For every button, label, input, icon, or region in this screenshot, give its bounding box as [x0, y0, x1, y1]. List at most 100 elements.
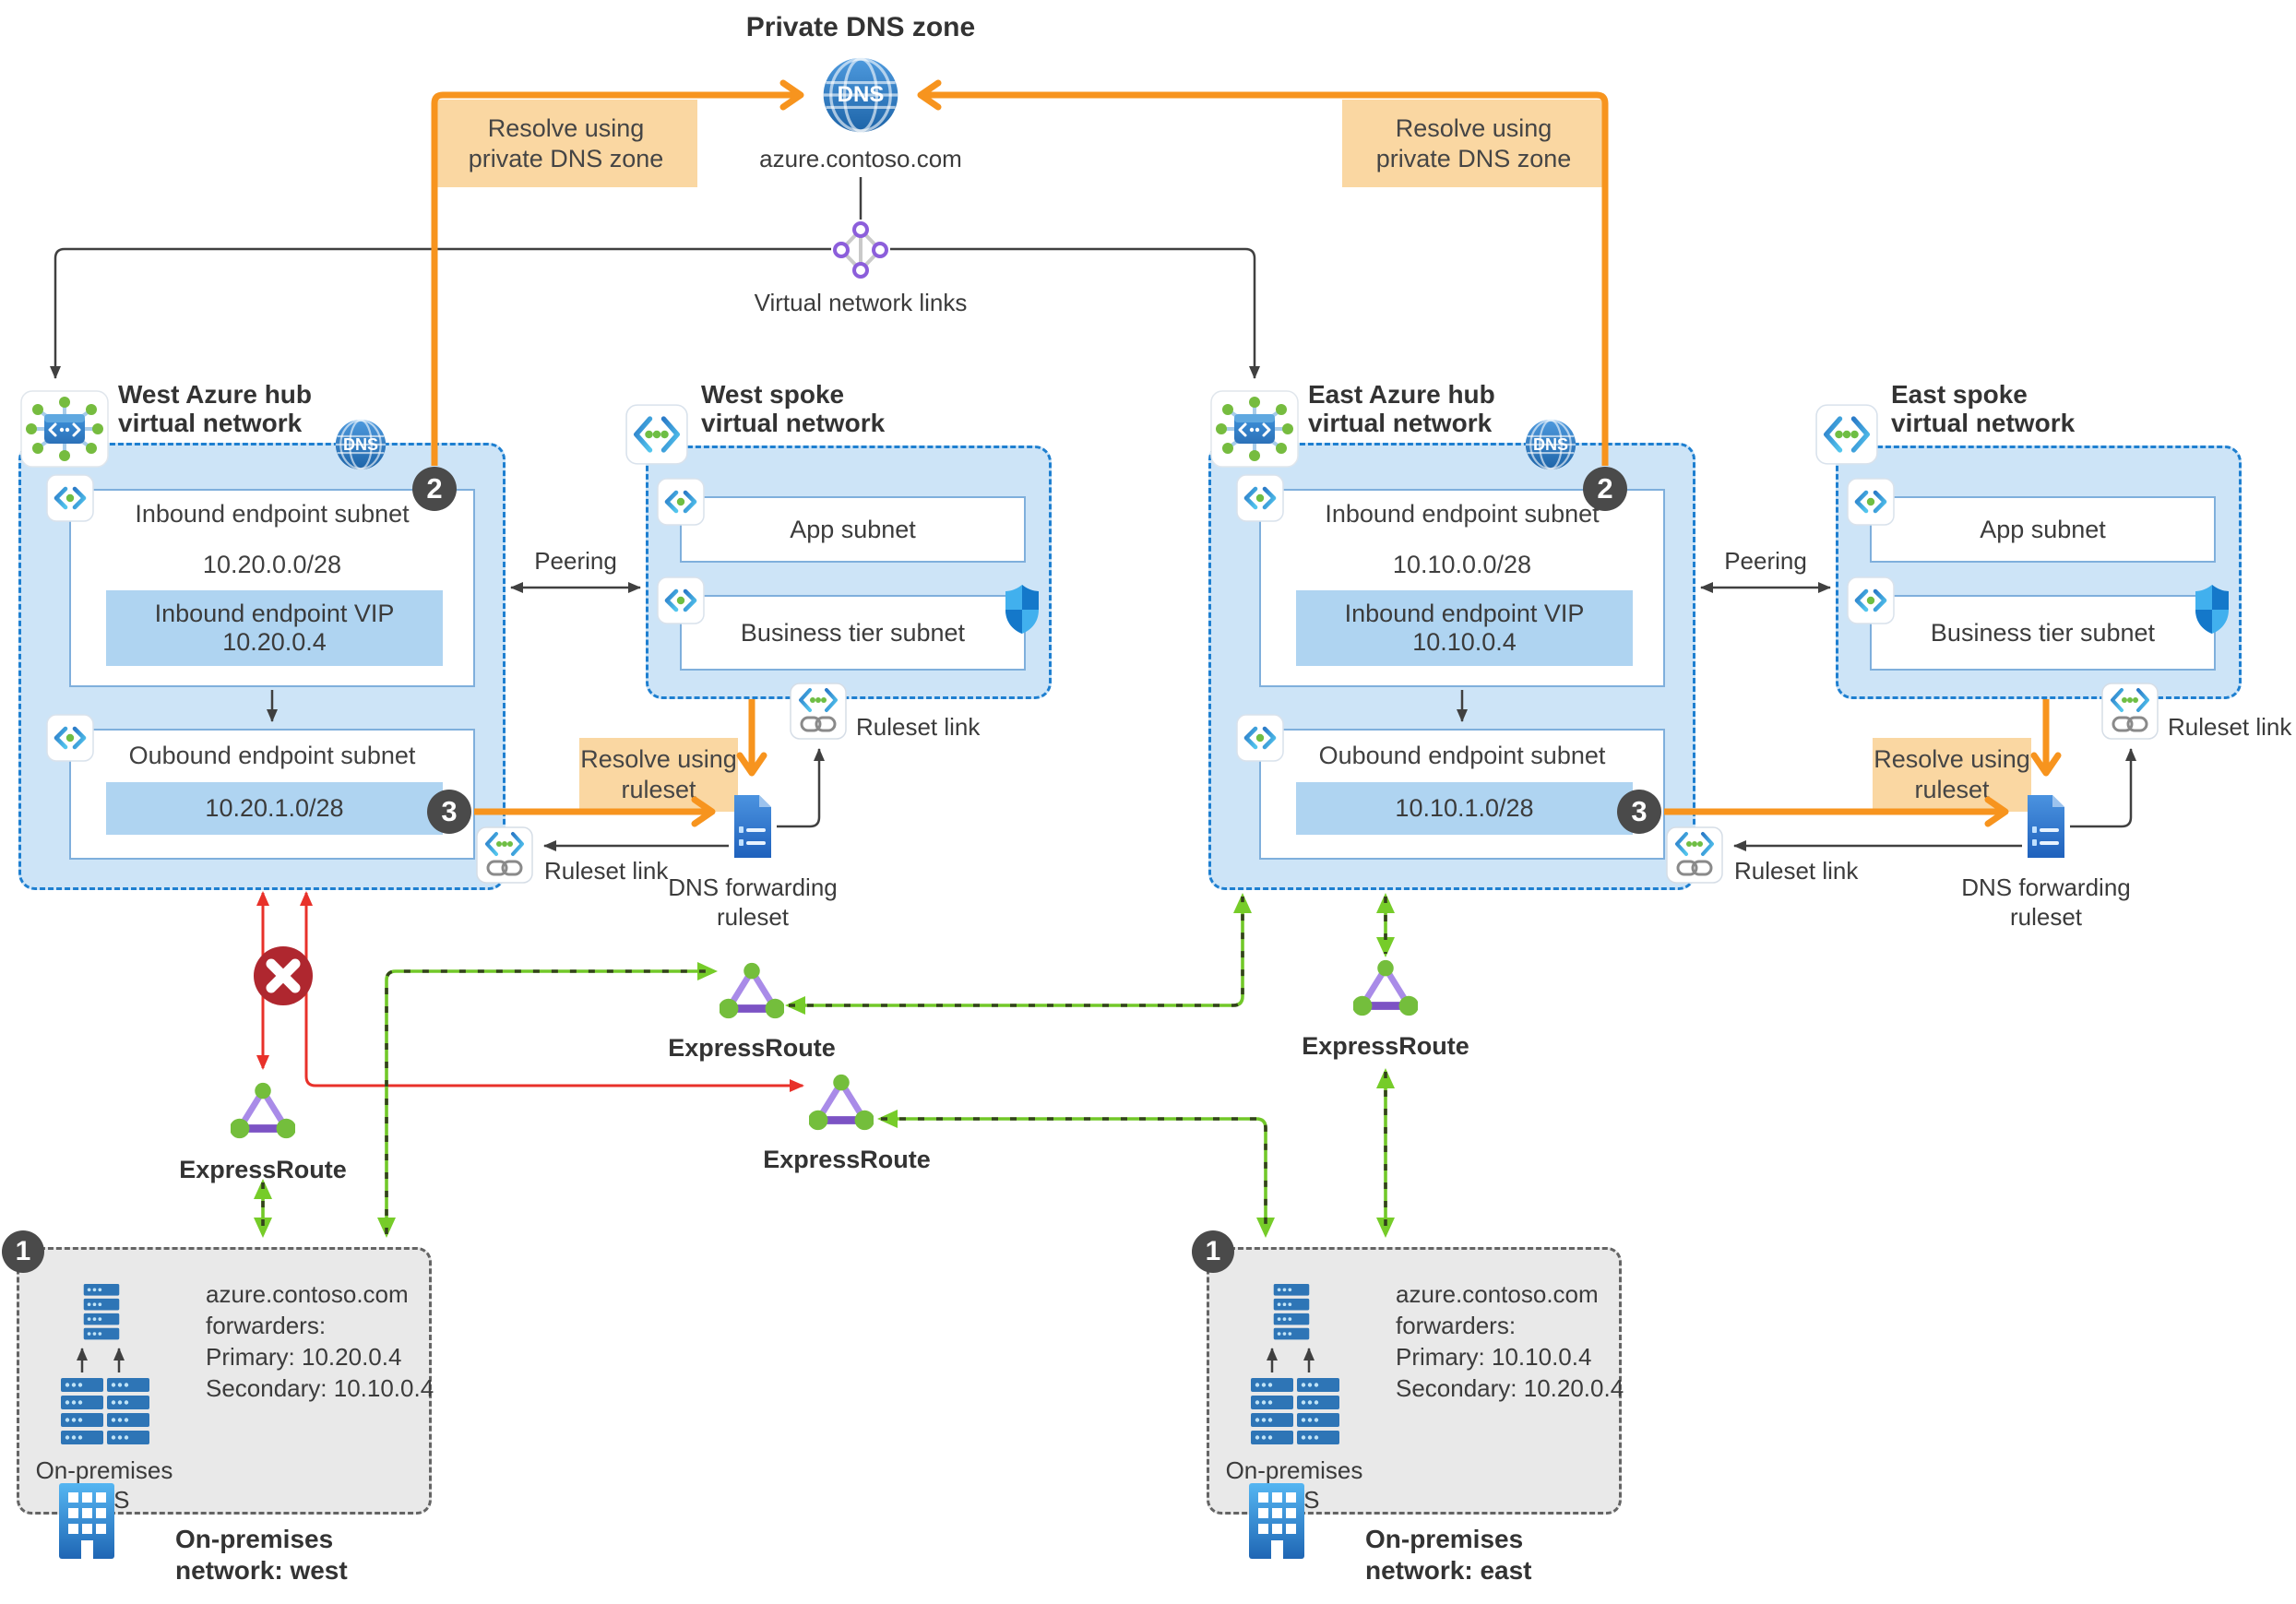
west-spoke-title-line1: West spoke — [701, 380, 845, 409]
east-business-subnet-label: Business tier subnet — [1930, 618, 2156, 647]
west-expressroute-icon — [231, 1081, 295, 1142]
link-west-onprem-to-upper-er — [377, 962, 718, 1238]
west-outbound-subnet-icon — [46, 714, 94, 762]
west-hub-ruleset-link-icon — [476, 826, 533, 884]
label-line: On-premises — [175, 1525, 334, 1553]
west-outbound-subnet-title: Oubound endpoint subnet — [128, 742, 416, 769]
forwarder-line: Primary: 10.20.0.4 — [206, 1343, 402, 1371]
dns-zone-name: azure.contoso.com — [759, 145, 962, 172]
west-app-subnet-label: App subnet — [790, 515, 916, 543]
east-app-subnet-label: App subnet — [1980, 515, 2106, 543]
west-hub-title-line1: West Azure hub — [118, 380, 313, 409]
label-line: network: east — [1365, 1556, 1532, 1585]
east-business-subnet-icon — [1847, 576, 1895, 624]
onprem-west-dns-server-left-icon — [61, 1378, 103, 1446]
east-hub-title: East Azure hub virtual network — [1308, 380, 1495, 437]
callout-resolve-ruleset-west: Resolve using ruleset — [579, 738, 738, 812]
west-hub-ruleset-link-label: Ruleset link — [544, 857, 669, 885]
east-spoke-title: East spoke virtual network — [1891, 380, 2075, 437]
peering-east-label: Peering — [1724, 547, 1807, 575]
label-line: ruleset — [2009, 903, 2083, 931]
east-outbound-cidr: 10.10.1.0/28 — [1395, 794, 1534, 822]
east-dns-forwarding-ruleset-icon — [2024, 793, 2068, 860]
west-app-subnet-icon — [657, 478, 705, 526]
onprem-east-dns-server-top-icon — [1271, 1284, 1312, 1341]
east-app-subnet-icon — [1847, 478, 1895, 526]
callout-text: ruleset — [621, 776, 696, 803]
west-inbound-cidr: 10.20.0.0/28 — [202, 551, 342, 578]
onprem-east-network-label: On-premises network: east — [1365, 1524, 1532, 1586]
west-outbound-cidr-box: 10.20.1.0/28 — [106, 782, 443, 835]
callout-text: Resolve using — [487, 113, 645, 142]
east-hub-title-line2: virtual network — [1308, 409, 1493, 437]
east-expressroute-icon — [1353, 958, 1418, 1019]
east-expressroute-label: ExpressRoute — [1302, 1032, 1469, 1060]
onprem-east-building-icon — [1236, 1481, 1317, 1559]
east-dns-forwarding-ruleset-label: DNS forwarding ruleset — [1908, 873, 2184, 932]
center-upper-expressroute-icon — [720, 961, 784, 1022]
forwarder-line: azure.contoso.com — [1396, 1280, 1599, 1308]
callout-text: ruleset — [1914, 776, 1990, 803]
label-line: On-premises — [35, 1456, 173, 1484]
step-badge-1-east: 1 — [1192, 1230, 1234, 1273]
forwarder-line: azure.contoso.com — [206, 1280, 409, 1308]
east-hub-ruleset-link-label: Ruleset link — [1734, 857, 1859, 885]
east-inbound-subnet-icon — [1236, 474, 1284, 522]
blocked-x-icon — [253, 945, 314, 1006]
onprem-east-dns-server-left-icon — [1251, 1378, 1293, 1446]
west-dns-forwarding-ruleset-icon — [731, 793, 775, 860]
onprem-west-forwarders: azure.contoso.com forwarders: Primary: 1… — [206, 1278, 434, 1404]
west-vip-address: 10.20.0.4 — [222, 628, 327, 656]
onprem-west-building-icon — [46, 1481, 127, 1559]
east-inbound-vip-box: Inbound endpoint VIP 10.10.0.4 — [1296, 590, 1633, 666]
onprem-west-dns-server-right-icon — [107, 1378, 149, 1446]
callout-resolve-private-dns-east: Resolve using private DNS zone — [1342, 100, 1605, 187]
west-spoke-vnet-icon — [625, 404, 688, 465]
east-outbound-subnet-title: Oubound endpoint subnet — [1318, 742, 1606, 769]
label-line: ruleset — [716, 903, 790, 931]
east-shield-icon — [2194, 583, 2231, 635]
callout-text: Resolve using — [1395, 113, 1552, 142]
west-vip-label: Inbound endpoint VIP — [154, 600, 395, 627]
east-spoke-ruleset-link-label: Ruleset link — [2168, 713, 2292, 741]
forwarder-line: forwarders: — [1396, 1312, 1517, 1339]
callout-text: private DNS zone — [468, 144, 664, 172]
forwarder-line: Secondary: 10.20.0.4 — [1396, 1374, 1624, 1402]
west-hub-title: West Azure hub virtual network — [118, 380, 312, 437]
callout-text: private DNS zone — [1375, 144, 1572, 172]
west-outbound-cidr: 10.20.1.0/28 — [205, 794, 344, 822]
forwarder-line: Secondary: 10.10.0.4 — [206, 1374, 434, 1402]
east-outbound-cidr-box: 10.10.1.0/28 — [1296, 782, 1633, 835]
forwarder-line: forwarders: — [206, 1312, 327, 1339]
vnet-links-label: Virtual network links — [754, 289, 968, 316]
west-spoke-ruleset-link-icon — [790, 683, 847, 740]
center-lower-expressroute-label: ExpressRoute — [763, 1146, 931, 1173]
east-spoke-title-line2: virtual network — [1891, 409, 2076, 437]
east-spoke-vnet-icon — [1815, 404, 1878, 465]
east-spoke-title-line1: East spoke — [1891, 380, 2028, 409]
west-spoke-title: West spoke virtual network — [701, 380, 885, 437]
peering-west-label: Peering — [534, 547, 617, 575]
step-badge-2-east: 2 — [1583, 467, 1627, 511]
west-business-subnet-icon — [657, 576, 705, 624]
east-inbound-cidr: 10.10.0.0/28 — [1392, 551, 1532, 578]
label-line: network: west — [175, 1556, 348, 1585]
west-spoke-title-line2: virtual network — [701, 409, 886, 437]
west-inbound-subnet-icon — [46, 474, 94, 522]
onprem-east-dns-server-right-icon — [1297, 1378, 1339, 1446]
diagram-title: Private DNS zone — [745, 12, 976, 42]
step-badge-3-west: 3 — [427, 790, 471, 834]
east-spoke-ruleset-link-icon — [2101, 683, 2159, 740]
step-badge-2-west: 2 — [412, 467, 457, 511]
label-line: DNS forwarding — [668, 873, 838, 901]
east-hub-title-line1: East Azure hub — [1308, 380, 1495, 409]
west-app-subnet-box: App subnet — [680, 496, 1026, 563]
east-hub-dns-badge-label: DNS — [1532, 434, 1568, 454]
callout-resolve-private-dns-west: Resolve using private DNS zone — [434, 100, 697, 187]
forwarder-line: Primary: 10.10.0.4 — [1396, 1343, 1592, 1371]
east-vip-label: Inbound endpoint VIP — [1344, 600, 1585, 627]
east-app-subnet-box: App subnet — [1870, 496, 2216, 563]
vnet-links-icon — [833, 221, 888, 279]
arrow-east-doc-to-spoke-link — [2070, 748, 2136, 828]
